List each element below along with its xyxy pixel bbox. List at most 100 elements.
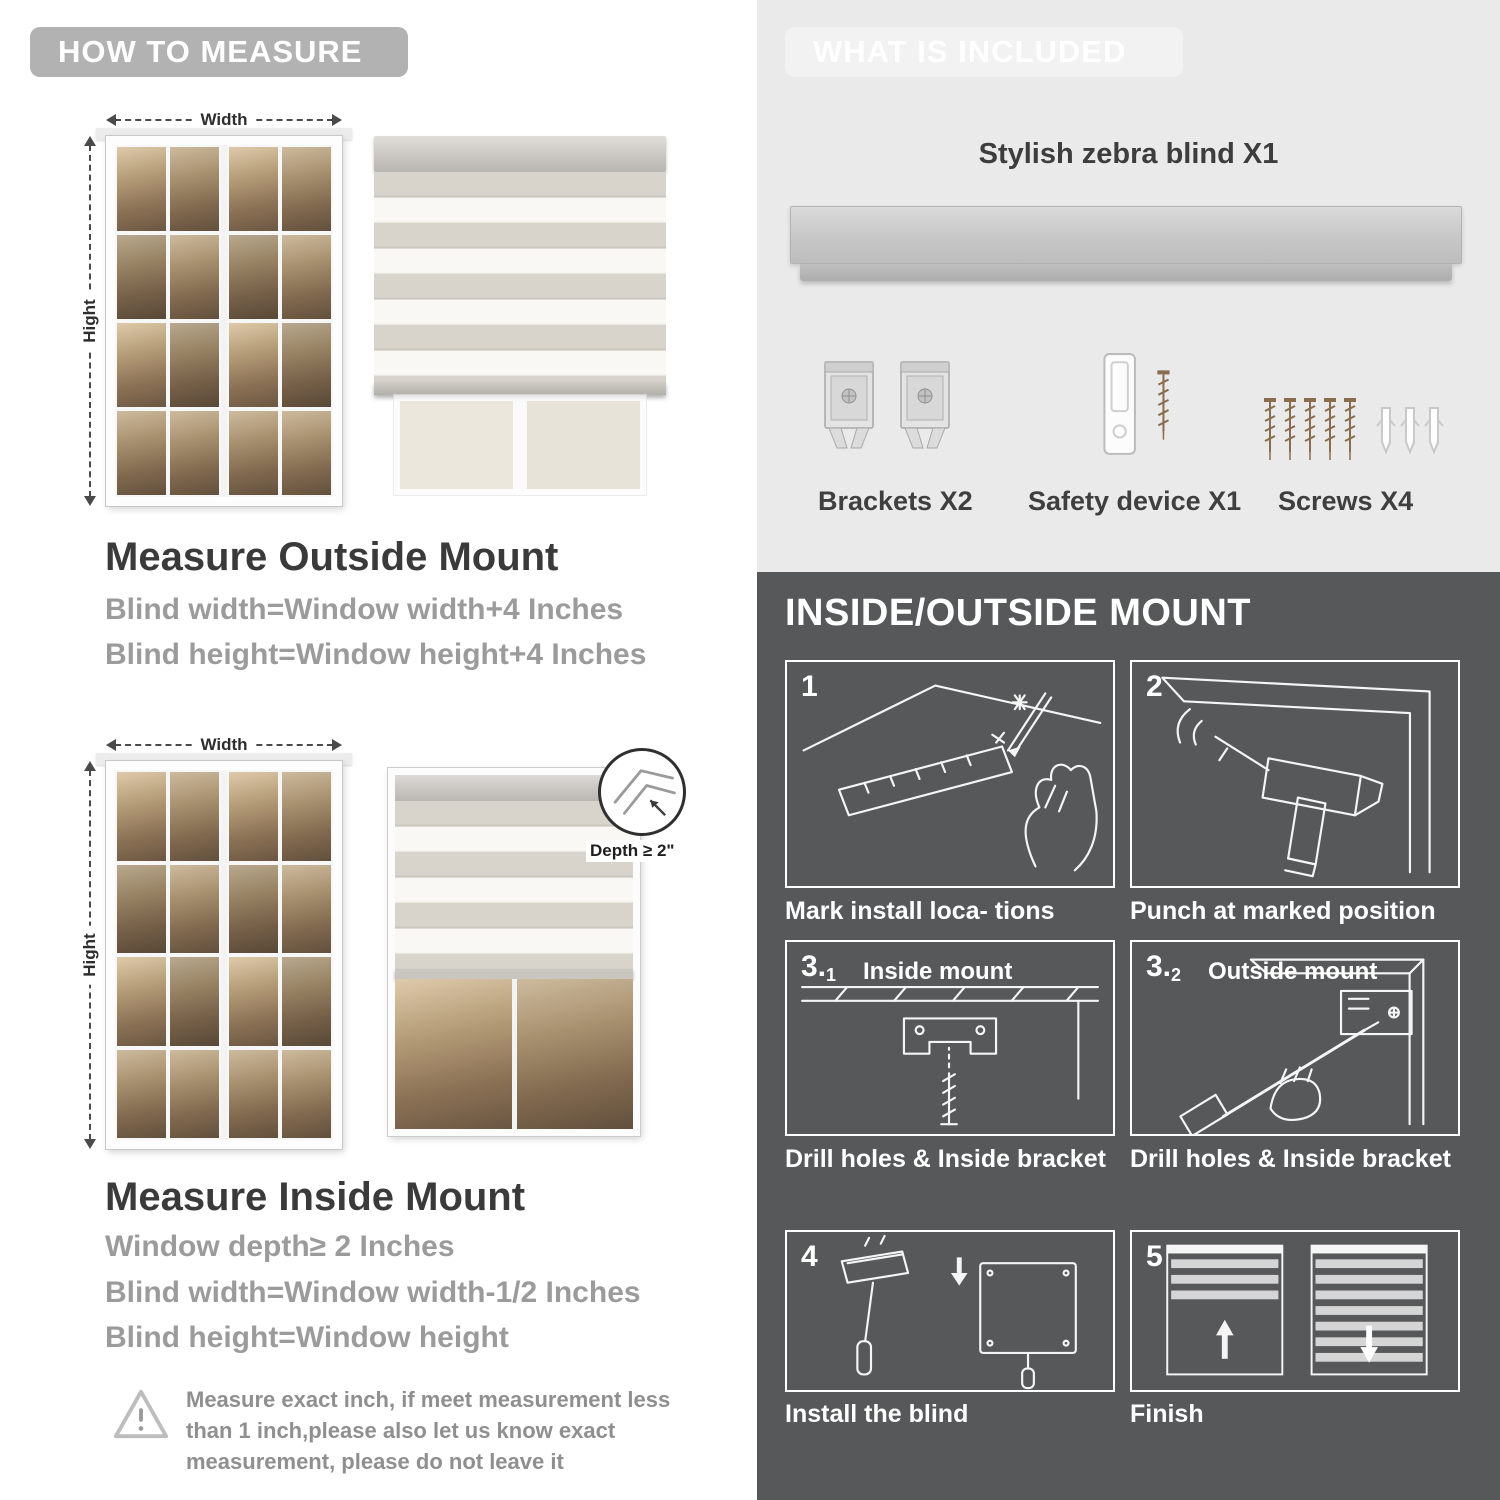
width-label: Width [192,110,256,130]
window-sash [115,770,221,1140]
outside-bracket-illustration [1179,958,1425,1134]
outside-mount-step-label: Outside mount [1208,958,1378,985]
brackets-label: Brackets X2 [818,486,973,516]
arrowhead-left-icon [106,739,116,751]
depth-note: Depth ≥ 2" [586,840,679,862]
step-number: 2 [1146,670,1163,703]
window-illustration-outside-mount [105,135,343,507]
what-is-included-section [757,0,1500,572]
blind-bottom-rail [395,969,633,979]
window-pane [117,235,166,319]
window-pane [170,957,219,1046]
window-pane [229,235,278,319]
step-panel-4: 4 [785,1230,1115,1392]
step-caption-5: Finish [1130,1400,1204,1428]
blind-zebra-shade [395,801,633,969]
window-pane [170,1049,219,1138]
step-caption-4: Install the blind [785,1400,969,1428]
arrowhead-down-icon [84,1139,96,1149]
zebra-blind-headrail-image [790,206,1462,264]
window-pane [229,323,278,407]
arrowhead-down-icon [84,496,96,506]
window-pane [229,772,278,861]
how-to-measure-header: HOW TO MEASURE [30,27,408,77]
window-pane [170,864,219,953]
window-pane [117,864,166,953]
window-sashes [115,145,333,497]
inside-bracket-illustration [801,985,1099,1126]
window-pane [117,323,166,407]
step-number: 5 [1146,1240,1163,1273]
window-pane [229,147,278,231]
window-pane [516,979,633,1129]
window-illustration-inside-mount [105,760,343,1150]
step-panel-3-1: 3.1 Inside mount [785,940,1115,1136]
inside-mount-title: Measure Inside Mount [105,1175,526,1219]
window-pane [117,772,166,861]
window-glass [395,979,633,1129]
arrowhead-up-icon [84,136,96,146]
zebra-blind-illustration-inside-mount [387,767,641,1137]
inside-mount-rule-depth: Window depth≥ 2 Inches [105,1230,455,1263]
bracket-icon [900,361,950,449]
zebra-blind-headrail-lip [800,264,1452,281]
measurement-warning-text: Measure exact inch, if meet measurement … [186,1387,671,1475]
blind-cassette [395,775,633,801]
window-pane [282,235,331,319]
window-pane [229,957,278,1046]
window-pane [117,147,166,231]
arrowhead-right-icon [332,739,342,751]
window-pane [282,411,331,495]
window-pane [282,1049,331,1138]
mark-locations-illustration [802,684,1102,872]
blind-cassette [374,136,666,172]
finish-illustration [1166,1244,1428,1376]
window-pane [170,235,219,319]
window-sash [227,145,333,497]
inside-mount-step-label: Inside mount [863,958,1013,985]
blind-zebra-shade [374,172,666,382]
screws-icon [1262,398,1444,462]
inside-mount-rule-height: Blind height=Window height [105,1321,509,1354]
safety-device-label: Safety device X1 [1028,486,1242,516]
frame-corner-depth-icon [613,769,676,816]
window-pane [229,1049,278,1138]
step-panel-5: 5 [1130,1230,1460,1392]
safety-device-icon [1103,353,1170,455]
window-pane [170,411,219,495]
warning-triangle-icon [113,1389,169,1439]
window-pane [282,864,331,953]
height-measure-arrow: Hight [80,136,100,506]
depth-detail-circle [598,748,686,836]
step-caption-2: Punch at marked position [1130,897,1436,925]
width-measure-arrow: Width [106,735,342,755]
window-pane [282,772,331,861]
inside-outside-mount-header: INSIDE/OUTSIDE MOUNT [785,592,1252,634]
window-pane [170,147,219,231]
window-pane [395,979,512,1129]
outside-mount-rule-width: Blind width=Window width+4 Inches [105,593,624,626]
window-pane [117,411,166,495]
window-pane [282,147,331,231]
width-measure-arrow: Width [106,110,342,130]
step-number: 1 [801,670,818,703]
step-caption-3-2: Drill holes & Inside bracket [1130,1145,1451,1173]
window-sashes [115,770,333,1140]
height-label: Hight [80,291,100,351]
bracket-icon [824,361,874,449]
step-number: 3.2 [1146,950,1182,985]
drill-illustration [1161,676,1431,878]
step-number: 4 [801,1240,818,1273]
zebra-blind-illustration-outside-mount [374,136,666,496]
width-label: Width [192,735,256,755]
window-pane [229,411,278,495]
height-measure-arrow: Hight [80,761,100,1149]
window-behind-blind [393,394,647,496]
window-pane [117,1049,166,1138]
step-panel-3-2: 3.2 Outside mount [1130,940,1460,1136]
brackets-image [816,356,958,456]
zebra-blind-quantity-label: Stylish zebra blind X1 [978,138,1279,170]
install-blind-illustration [840,1234,1077,1390]
arrowhead-left-icon [106,114,116,126]
